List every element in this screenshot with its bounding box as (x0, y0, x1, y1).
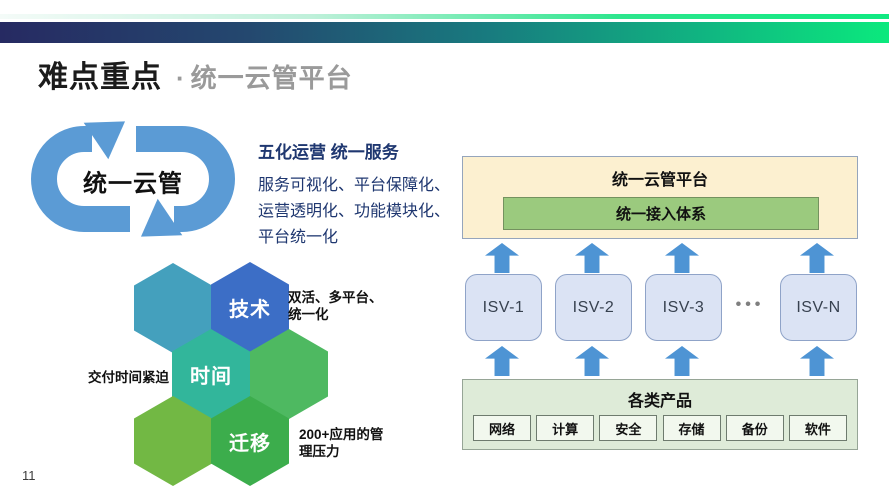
top-accent-line (0, 14, 889, 19)
tech-note: 双活、多平台、 统一化 (288, 289, 383, 323)
platform-title: 统一云管平台 (611, 172, 708, 189)
migration-note: 200+应用的管 理压力 (299, 426, 383, 460)
hexagon-tech-label: 技术 (229, 298, 271, 321)
product-item-software: 软件 (788, 415, 847, 441)
tech-note-line: 统一化 (288, 307, 329, 322)
platform-box: 统一云管平台 统一接入体系 (462, 156, 858, 239)
title-secondary: 统一云管平台 (190, 63, 353, 93)
up-arrow-icon (800, 243, 834, 273)
page-number: 11 (22, 468, 36, 483)
migration-note-line: 200+应用的管 (299, 427, 384, 442)
isv-box-n: ISV-N (780, 274, 857, 341)
cycle-arrows-svg (31, 121, 235, 237)
up-arrow-icon (665, 346, 699, 376)
up-arrow-icon (485, 243, 519, 273)
operations-line: 运营透明化、功能模块化、 (258, 203, 451, 220)
hexagon-time-label: 时间 (190, 365, 232, 388)
cycle-arrows-icon: 统一云管 (30, 119, 236, 239)
up-arrow-icon (575, 346, 609, 376)
product-item-backup: 备份 (725, 415, 784, 441)
title-separator: · (176, 63, 185, 93)
page-title: 难点重点 · 统一云管平台 (38, 52, 353, 96)
hexagon-migration-label: 迁移 (229, 432, 271, 455)
operations-heading: 五化运营 统一服务 (258, 143, 399, 162)
title-primary: 难点重点 (38, 61, 162, 94)
cycle-label: 统一云管 (83, 170, 183, 198)
product-item-compute: 计算 (536, 415, 595, 441)
products-box: 各类产品 网络 计算 安全 存储 备份 软件 (462, 379, 858, 450)
products-title: 各类产品 (627, 393, 692, 410)
access-layer-box: 统一接入体系 (503, 197, 819, 230)
isv-box-3: ISV-3 (645, 274, 722, 341)
isv-box-2: ISV-2 (555, 274, 632, 341)
product-item-storage: 存储 (662, 415, 721, 441)
ellipsis-dots: ••• (735, 296, 765, 313)
operations-line: 服务可视化、平台保障化、 (258, 177, 451, 194)
operations-block: 五化运营 统一服务 服务可视化、平台保障化、 运营透明化、功能模块化、 平台统一… (258, 138, 458, 251)
header-gradient-bar (0, 22, 889, 43)
isv-box-1: ISV-1 (465, 274, 542, 341)
products-row: 网络 计算 安全 存储 备份 软件 (473, 415, 847, 441)
up-arrow-icon (665, 243, 699, 273)
tech-note-line: 双活、多平台、 (288, 290, 383, 305)
up-arrow-icon (575, 243, 609, 273)
up-arrow-icon (485, 346, 519, 376)
up-arrow-icon (800, 346, 834, 376)
operations-line: 平台统一化 (258, 229, 339, 246)
hexagon-migration: 迁移 (211, 396, 289, 486)
migration-note-line: 理压力 (299, 444, 340, 459)
time-note: 交付时间紧迫 (88, 370, 169, 385)
hexagon-plain-yellow-green (134, 396, 212, 486)
product-item-security: 安全 (599, 415, 658, 441)
product-item-network: 网络 (473, 415, 531, 441)
